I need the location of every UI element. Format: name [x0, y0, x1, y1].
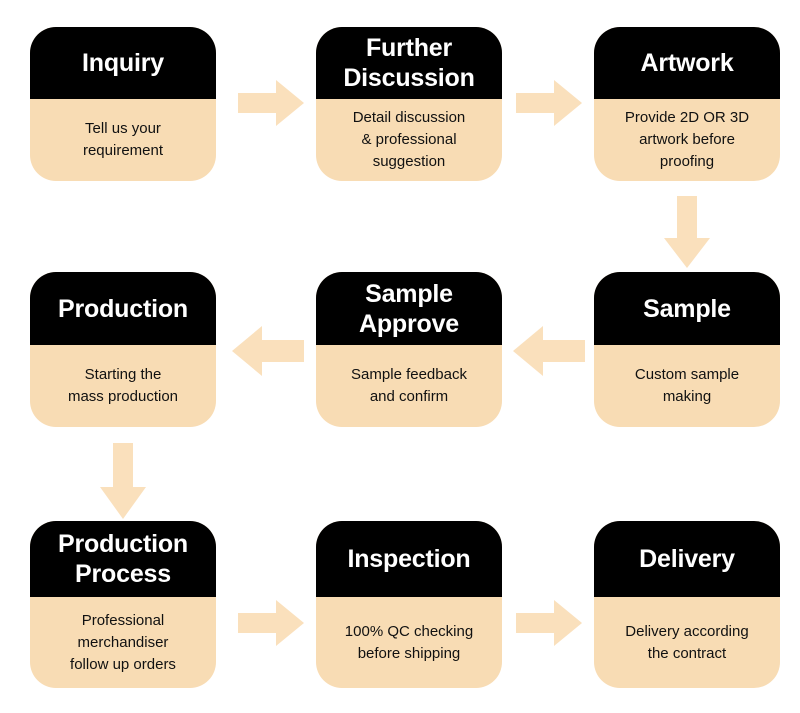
flow-node-description: Starting the mass production: [67, 366, 179, 405]
flow-node-title: Sample Approve: [316, 272, 502, 345]
flow-node-description: Professional merchandiser follow up orde…: [70, 611, 176, 673]
flow-node-description: Detail discussion & professional suggest…: [352, 109, 466, 170]
flow-node-inspection[interactable]: Inspection 100% QC checking before shipp…: [316, 521, 502, 688]
flow-node-artwork[interactable]: Artwork Provide 2D OR 3D artwork before …: [594, 27, 780, 181]
flow-node-production[interactable]: Production Starting the mass production: [30, 272, 216, 427]
flow-node-delivery[interactable]: Delivery Delivery according the contract: [594, 521, 780, 688]
arrow-artwork-to-sample: [664, 196, 710, 268]
flow-node-title: Artwork: [594, 27, 780, 99]
flow-node-title: Production Process: [30, 521, 216, 597]
flow-node-description: Delivery according the contract: [625, 622, 749, 662]
flow-node-title: Inspection: [316, 521, 502, 597]
flow-node-title: Further Discussion: [316, 27, 502, 99]
flow-node-title: Inquiry: [30, 27, 216, 99]
arrow-inspection-to-delivery: [516, 600, 582, 646]
flow-node-description: 100% QC checking before shipping: [344, 622, 474, 662]
arrow-further-discussion-to-artwork: [516, 80, 582, 126]
arrow-inquiry-to-further-discussion: [238, 80, 304, 126]
flow-node-description: Sample feedback and confirm: [351, 366, 467, 405]
arrow-production-to-production-process: [100, 443, 146, 519]
flow-node-description: Provide 2D OR 3D artwork before proofing: [624, 109, 750, 170]
arrow-production-process-to-inspection: [238, 600, 304, 646]
flow-node-inquiry[interactable]: Inquiry Tell us your requirement: [30, 27, 216, 181]
flow-node-title: Sample: [594, 272, 780, 345]
flow-node-further-discussion[interactable]: Further Discussion Detail discussion & p…: [316, 27, 502, 181]
arrow-sample-to-sample-approve: [513, 326, 585, 376]
flow-node-description: Tell us your requirement: [82, 120, 164, 159]
arrow-sample-approve-to-production: [232, 326, 304, 376]
flow-node-description: Custom sample making: [634, 366, 740, 405]
flow-node-sample-approve[interactable]: Sample Approve Sample feedback and confi…: [316, 272, 502, 427]
flow-node-sample[interactable]: Sample Custom sample making: [594, 272, 780, 427]
flow-node-title: Production: [30, 272, 216, 345]
flow-node-production-process[interactable]: Production Process Professional merchand…: [30, 521, 216, 688]
flow-node-title: Delivery: [594, 521, 780, 597]
